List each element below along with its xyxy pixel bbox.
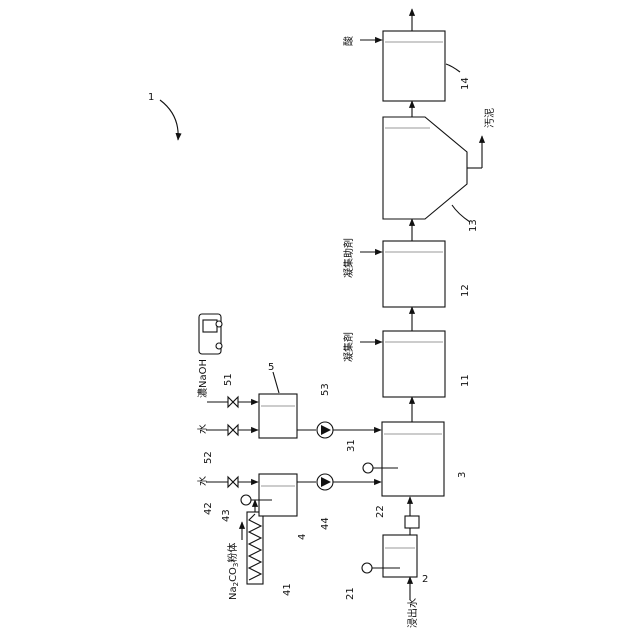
tank-14 <box>383 31 445 101</box>
label-pump-53: 53 <box>320 383 331 396</box>
label-tank-3: 3 <box>457 472 468 478</box>
label-tank-14: 14 <box>460 77 471 90</box>
system-leader-arrow <box>160 100 178 140</box>
label-tank-4: 4 <box>297 534 308 540</box>
tank-3 <box>382 422 444 496</box>
valve-51[interactable] <box>228 397 238 407</box>
valve-52[interactable] <box>228 425 238 435</box>
tank-13-settler <box>383 117 467 219</box>
sensor-22 <box>405 516 419 528</box>
truck-wheel-2 <box>216 343 222 349</box>
text-sludge: 汚泥 <box>483 108 496 128</box>
label-tank-11: 11 <box>460 374 471 387</box>
text-coagulant: 凝集剤 <box>342 332 355 362</box>
label-tank-5-leader <box>273 372 279 393</box>
tank-4 <box>259 474 297 516</box>
label-feeder-41: 41 <box>282 583 293 596</box>
label-tank-5: 5 <box>268 362 274 373</box>
tank-5 <box>259 394 297 438</box>
label-level-43: 43 <box>221 509 232 522</box>
label-tank-12: 12 <box>460 284 471 297</box>
tank-2 <box>383 535 417 577</box>
text-acid: 酸 <box>342 36 355 46</box>
label-level-31: 31 <box>346 439 357 452</box>
text-leachate: 浸出水 <box>406 598 419 628</box>
text-na2co3-powder: Na2CO3粉体 <box>226 543 240 600</box>
level-sensor-21 <box>362 563 372 573</box>
text-coag-aid: 凝集助剤 <box>342 238 355 278</box>
truck-wheel-1 <box>216 321 222 327</box>
tank-12 <box>383 241 445 307</box>
label-valve-51: 51 <box>223 373 234 386</box>
label-sensor-22: 22 <box>375 505 386 518</box>
label-tank-2: 2 <box>422 574 428 585</box>
tank-11 <box>383 331 445 397</box>
truck-cab <box>203 320 217 332</box>
valve-42[interactable] <box>228 477 238 487</box>
label-valve-42: 42 <box>203 502 214 515</box>
label-system: 1 <box>148 92 154 103</box>
label-valve-52: 52 <box>203 451 214 464</box>
level-sensor-31 <box>363 463 373 473</box>
text-water-2: 水 <box>197 424 209 434</box>
text-naoh: 濃NaOH <box>196 359 209 398</box>
text-water-1: 水 <box>197 476 209 486</box>
level-sensor-43 <box>241 495 251 505</box>
label-tank-14-leader <box>446 64 460 72</box>
label-level-21: 21 <box>345 587 356 600</box>
label-pump-44: 44 <box>320 517 331 530</box>
